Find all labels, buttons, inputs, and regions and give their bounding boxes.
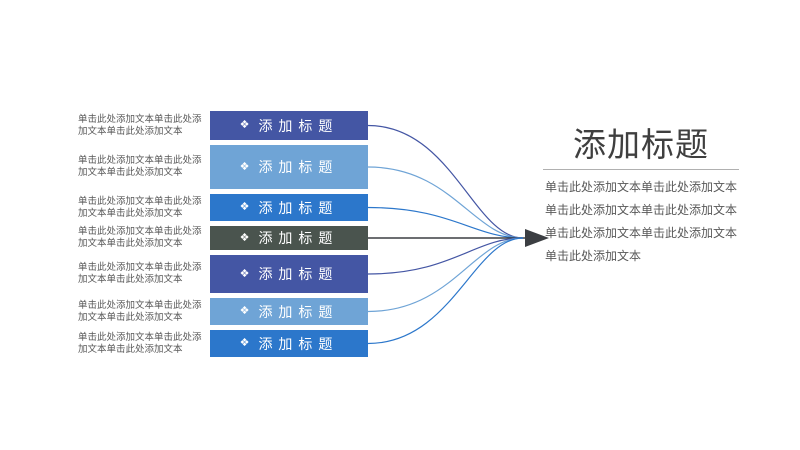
row-side-text[interactable]: 单击此处添加文本单击此处添 加文本单击此处添加文本 <box>78 331 202 355</box>
row-bar-label: 添加标题 <box>258 266 339 282</box>
connector-curve <box>367 237 524 275</box>
diamond-cluster-icon: ❖ <box>239 305 250 317</box>
row-side-text[interactable]: 单击此处添加文本单击此处添 加文本单击此处添加文本 <box>78 195 202 219</box>
diagram-row: 单击此处添加文本单击此处添 加文本单击此处添加文本 ❖ 添加标题 <box>78 145 368 189</box>
diagram-row: 单击此处添加文本单击此处添 加文本单击此处添加文本 ❖ 添加标题 <box>78 194 368 221</box>
arrow-head-icon <box>525 229 549 247</box>
row-side-text[interactable]: 单击此处添加文本单击此处添 加文本单击此处添加文本 <box>78 262 202 285</box>
right-panel: 添加标题 单击此处添加文本单击此处添加文本 单击此处添加文本单击此处添加文本 单… <box>543 126 739 268</box>
row-bar[interactable]: ❖ 添加标题 <box>210 145 368 189</box>
row-bar[interactable]: ❖ 添加标题 <box>210 330 368 357</box>
diamond-cluster-icon: ❖ <box>239 160 250 173</box>
connector-curve <box>367 206 524 239</box>
diamond-cluster-icon: ❖ <box>239 201 250 213</box>
connector-curve <box>367 166 524 239</box>
row-bar[interactable]: ❖ 添加标题 <box>210 111 368 140</box>
left-rows: 单击此处添加文本单击此处添 加文本单击此处添加文本 ❖ 添加标题 单击此处添加文… <box>78 111 368 362</box>
row-bar-label: 添加标题 <box>258 230 339 246</box>
diagram-row: 单击此处添加文本单击此处添 加文本单击此处添加文本 ❖ 添加标题 <box>78 255 368 293</box>
row-bar-label: 添加标题 <box>258 335 339 352</box>
title-divider <box>543 169 739 170</box>
connector-curve <box>367 237 524 345</box>
diagram-row: 单击此处添加文本单击此处添 加文本单击此处添加文本 ❖ 添加标题 <box>78 330 368 357</box>
right-panel-body[interactable]: 单击此处添加文本单击此处添加文本 单击此处添加文本单击此处添加文本 单击此处添加… <box>545 180 738 263</box>
row-bar-label: 添加标题 <box>258 199 339 216</box>
diamond-cluster-icon: ❖ <box>239 231 250 244</box>
row-side-text[interactable]: 单击此处添加文本单击此处添 加文本单击此处添加文本 <box>78 299 202 323</box>
diamond-cluster-icon: ❖ <box>239 267 250 280</box>
row-bar[interactable]: ❖ 添加标题 <box>210 255 368 293</box>
right-panel-title[interactable]: 添加标题 <box>573 126 709 163</box>
row-side-text[interactable]: 单击此处添加文本单击此处添 加文本单击此处添加文本 <box>78 113 202 137</box>
connector-curve <box>367 124 524 239</box>
row-bar-label: 添加标题 <box>258 303 339 320</box>
diamond-cluster-icon: ❖ <box>239 119 250 131</box>
diagram-row: 单击此处添加文本单击此处添 加文本单击此处添加文本 ❖ 添加标题 <box>78 111 368 140</box>
row-bar[interactable]: ❖ 添加标题 <box>210 194 368 221</box>
diamond-cluster-icon: ❖ <box>239 337 250 349</box>
row-bar[interactable]: ❖ 添加标题 <box>210 226 368 250</box>
diagram-row: 单击此处添加文本单击此处添 加文本单击此处添加文本 ❖ 添加标题 <box>78 298 368 325</box>
diagram-row: 单击此处添加文本单击此处添 加文本单击此处添加文本 ❖ 添加标题 <box>78 226 368 250</box>
row-side-text[interactable]: 单击此处添加文本单击此处添 加文本单击此处添加文本 <box>78 226 202 249</box>
row-side-text[interactable]: 单击此处添加文本单击此处添 加文本单击此处添加文本 <box>78 155 202 178</box>
row-bar-label: 添加标题 <box>258 117 339 134</box>
row-bar[interactable]: ❖ 添加标题 <box>210 298 368 325</box>
row-bar-label: 添加标题 <box>258 159 339 175</box>
connector-curve <box>367 237 524 313</box>
